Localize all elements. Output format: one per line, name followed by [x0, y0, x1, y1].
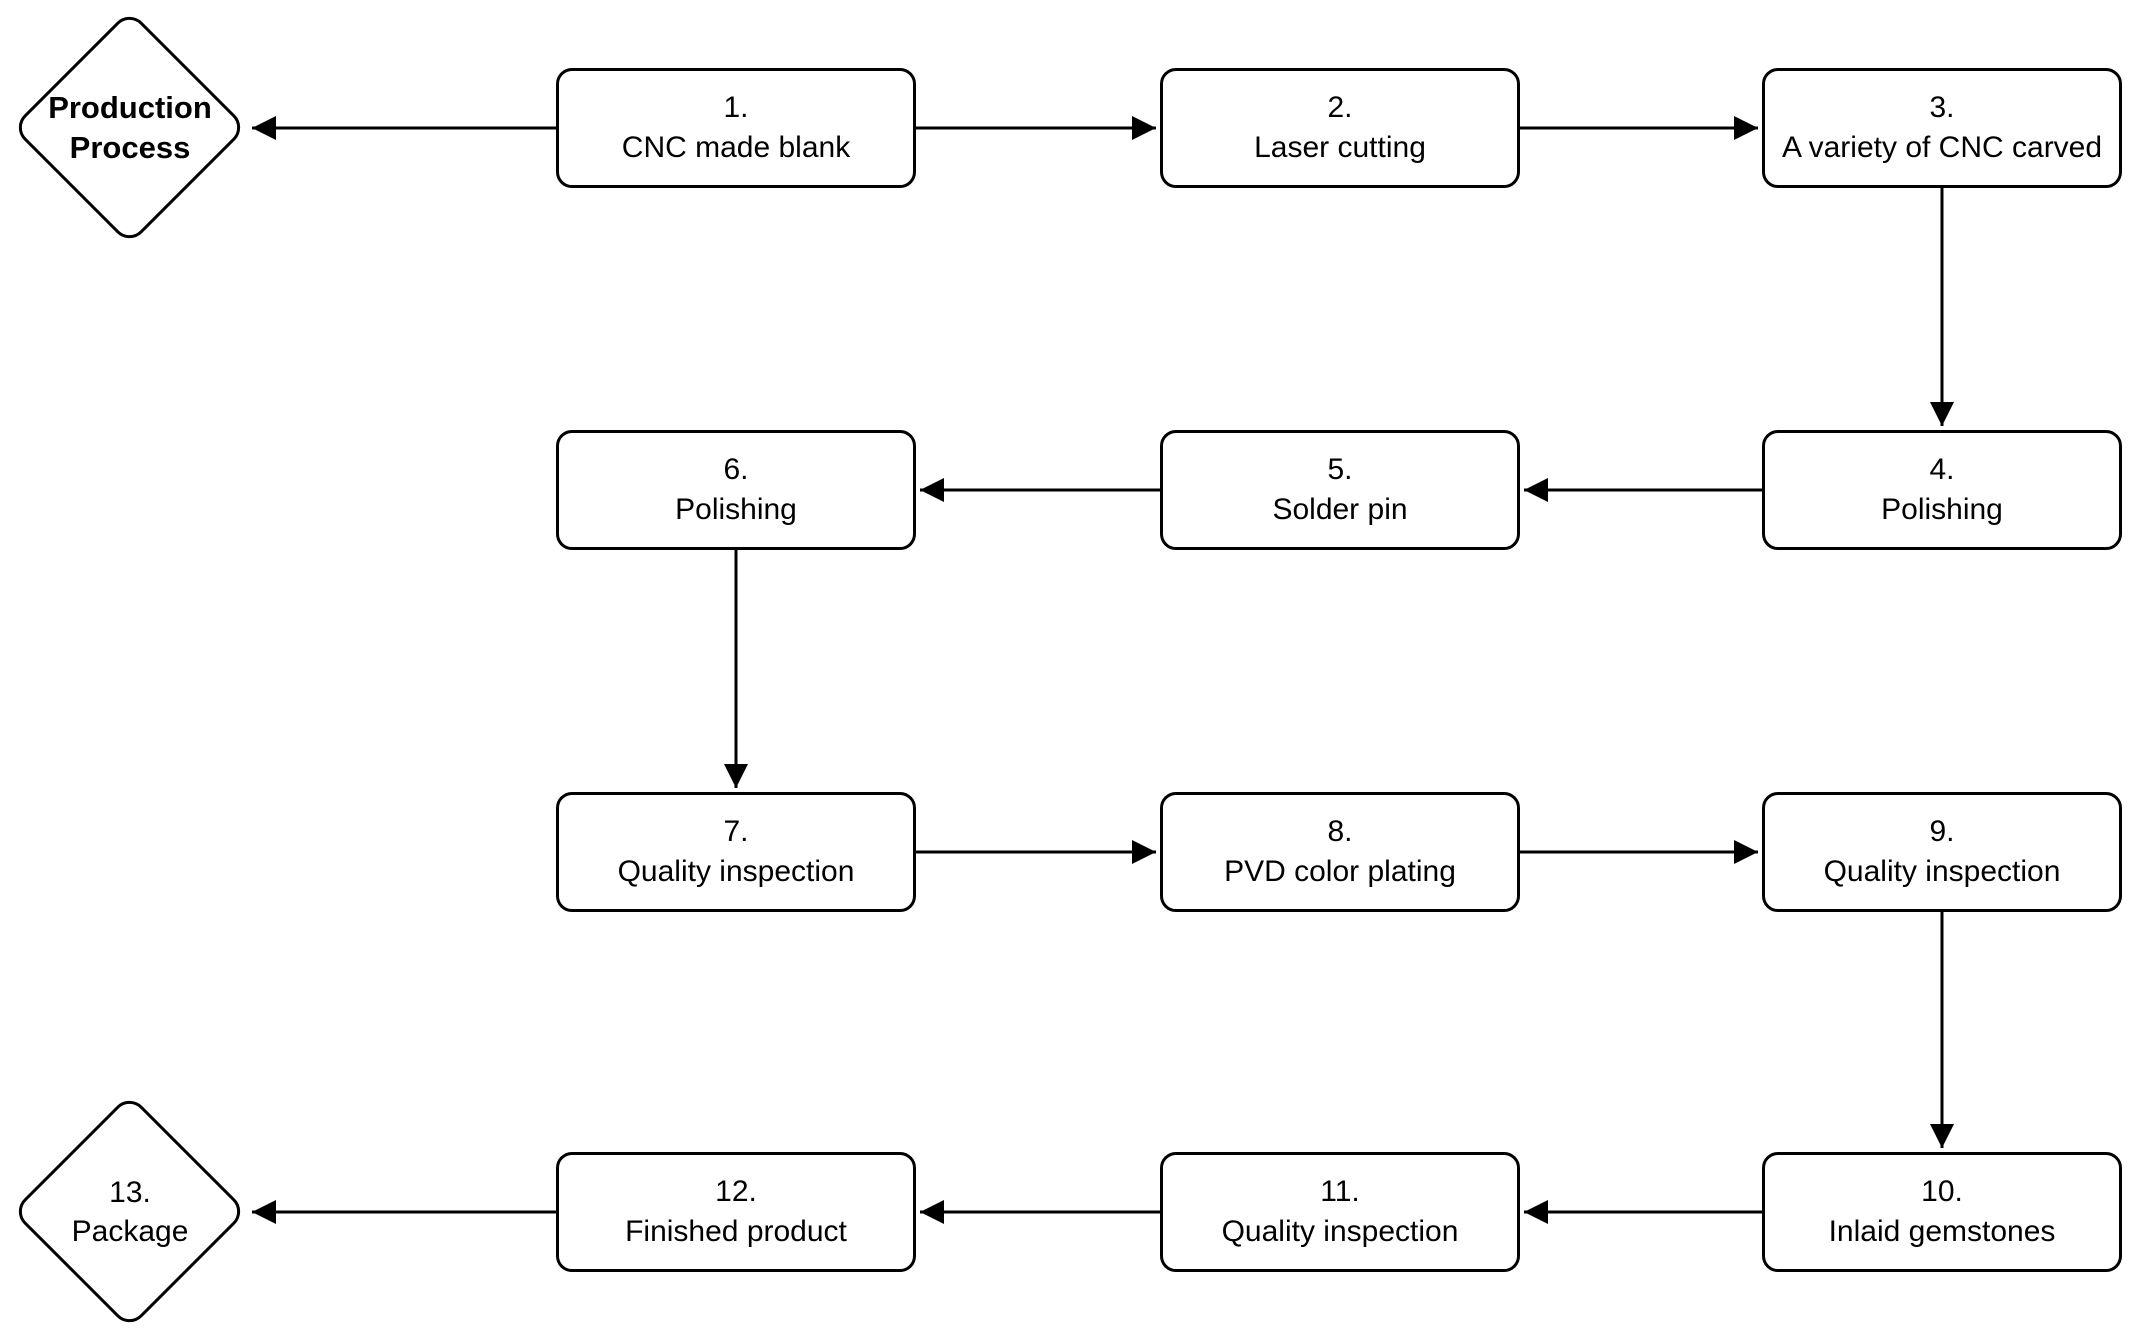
node-step-10: 10. Inlaid gemstones: [1762, 1152, 2122, 1272]
step-number: 12.: [715, 1175, 757, 1209]
node-step-3: 3. A variety of CNC carved: [1762, 68, 2122, 188]
step-number: 7.: [723, 815, 749, 849]
step-label: Polishing: [1881, 493, 2003, 526]
step-label: Quality inspection: [1823, 855, 2061, 888]
node-package: 13. Package: [30, 1162, 230, 1262]
step-label: Polishing: [675, 493, 797, 526]
step-label: Package: [71, 1215, 189, 1248]
node-step-1: 1. CNC made blank: [556, 68, 916, 188]
node-production-process: Production Process: [30, 78, 230, 178]
step-number: 5.: [1327, 453, 1353, 487]
step-label: Quality inspection: [1221, 1215, 1459, 1248]
step-label: Inlaid gemstones: [1828, 1215, 2056, 1248]
step-label: Laser cutting: [1254, 131, 1426, 164]
step-number: 4.: [1929, 453, 1955, 487]
step-label: Finished product: [625, 1215, 847, 1248]
node-step-5: 5. Solder pin: [1160, 430, 1520, 550]
step-label: PVD color plating: [1224, 855, 1456, 888]
step-label: Solder pin: [1272, 493, 1408, 526]
node-step-11: 11. Quality inspection: [1160, 1152, 1520, 1272]
node-step-7: 7. Quality inspection: [556, 792, 916, 912]
step-number: 9.: [1929, 815, 1955, 849]
node-step-2: 2. Laser cutting: [1160, 68, 1520, 188]
step-number: 11.: [1320, 1175, 1360, 1209]
step-number: 13.: [109, 1176, 151, 1209]
node-step-12: 12. Finished product: [556, 1152, 916, 1272]
step-number: 3.: [1929, 91, 1955, 125]
node-production-process-label: Production Process: [48, 89, 212, 165]
step-label: CNC made blank: [621, 131, 851, 164]
step-number: 2.: [1327, 91, 1353, 125]
step-number: 1.: [723, 91, 749, 125]
step-number: 6.: [723, 453, 749, 487]
node-step-8: 8. PVD color plating: [1160, 792, 1520, 912]
step-label: Quality inspection: [617, 855, 855, 888]
step-number: 8.: [1327, 815, 1353, 849]
step-number: 10.: [1921, 1175, 1963, 1209]
step-label: A variety of CNC carved: [1781, 131, 2103, 164]
node-step-4: 4. Polishing: [1762, 430, 2122, 550]
node-step-6: 6. Polishing: [556, 430, 916, 550]
node-step-9: 9. Quality inspection: [1762, 792, 2122, 912]
